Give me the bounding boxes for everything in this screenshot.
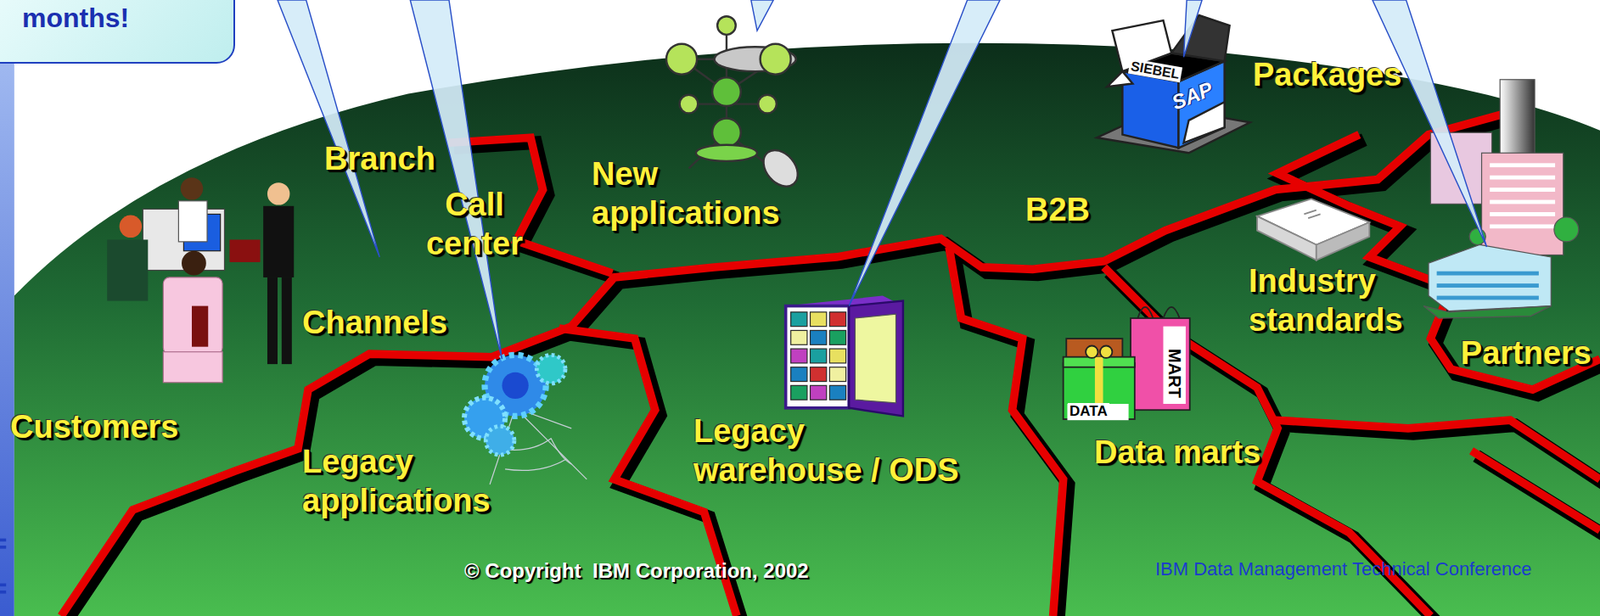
region-label: Packages: [1252, 55, 1402, 95]
icon-text: SAP: [1168, 78, 1217, 115]
region-label: Legacy applications: [302, 442, 502, 521]
callout-text: months!: [22, 1, 222, 34]
icon-text: MART: [1164, 346, 1185, 401]
region-label: Branch: [324, 139, 436, 179]
region-label: Data marts: [1094, 432, 1261, 472]
region-label: Industry standards: [1248, 261, 1446, 340]
callout-box: months!: [0, 0, 236, 64]
region-label: Partners: [1460, 333, 1592, 373]
region-label: Call center: [410, 185, 539, 264]
icon-text: DATA: [1067, 403, 1110, 421]
region-label: B2B: [1025, 190, 1090, 230]
footer-text: IBM Data Management Technical Conference: [1155, 557, 1533, 582]
region-label: Customers: [10, 407, 180, 447]
region-label: New applications: [591, 154, 792, 233]
copyright-text: © Copyright IBM Corporation, 2002: [464, 558, 809, 584]
icon-text: SIEBEL: [1128, 58, 1183, 83]
region-label: Legacy warehouse / ODS: [693, 411, 964, 490]
region-label: Channels: [302, 303, 448, 343]
